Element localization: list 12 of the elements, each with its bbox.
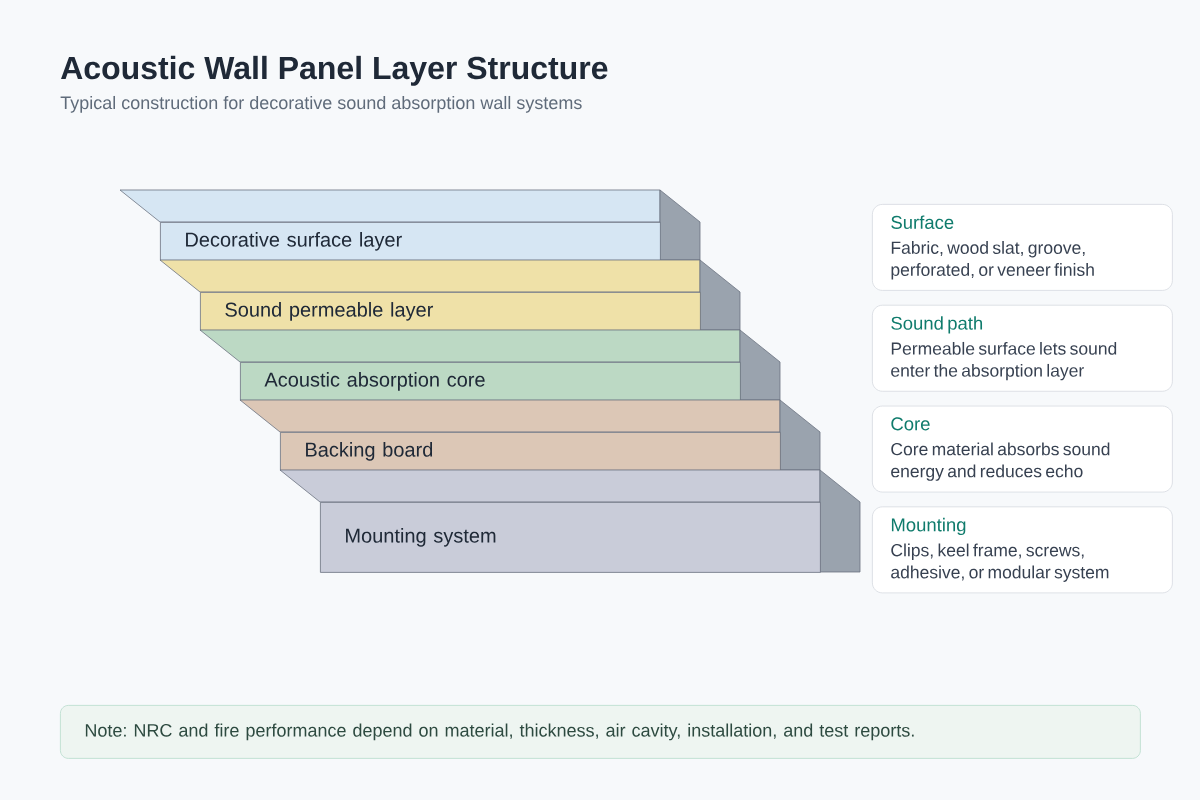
layer-slab: Mounting system <box>279 469 861 573</box>
info-card: Core Core material absorbs sound energy and reduces echo <box>872 405 1173 493</box>
layer-slab: Acoustic absorption core <box>199 329 781 401</box>
layer-slab: Backing board <box>239 399 821 471</box>
info-card: Sound path Permeable surface lets sound enter the absorption layer <box>872 304 1173 392</box>
info-card: Surface Fabric, wood slat, groove, perforated, or veneer finish <box>872 204 1173 291</box>
layer-slab: Sound permeable layer <box>159 259 741 331</box>
title: Acoustic Wall Panel Layer Structure <box>61 55 608 86</box>
layer-slab: Decorative surface layer <box>119 189 701 261</box>
note-box: Note: NRC and fire performance depend on material, thickness, air cavity, installation, and test reports. <box>60 705 1141 759</box>
info-card: Mounting Clips, keel frame, screws, adhesive, or modular system <box>872 506 1173 594</box>
subtitle: Typical construction for decorative sound absorption wall systems <box>60 95 582 113</box>
